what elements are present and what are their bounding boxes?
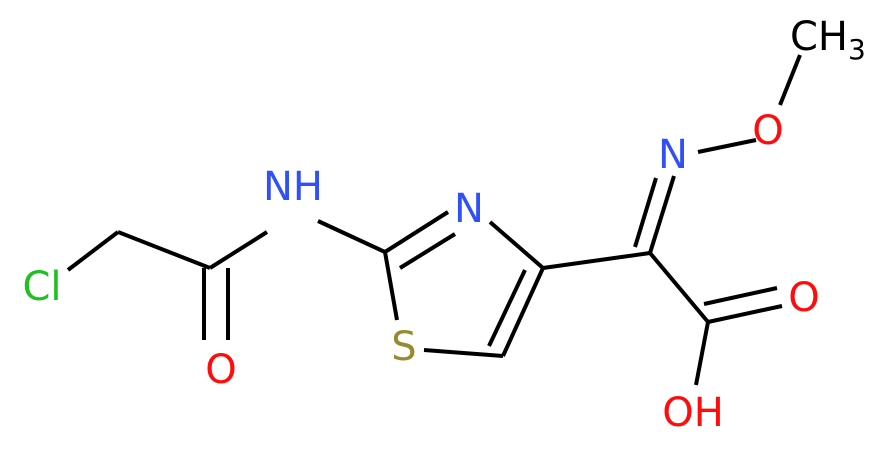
bond-c5-s [423,348,504,358]
atom-o-amide: O [205,347,236,393]
bond-n3-c4 [488,220,545,270]
atom-s-ring: S [391,324,416,370]
atom-ch3: CH3 [790,14,866,66]
bond-calpha-n-2 [633,177,658,248]
ch3-main: CH [790,14,848,60]
bond-n-o [697,138,757,154]
bond-cooh-co-2 [703,286,778,306]
bond-cooh-co-1 [707,304,783,324]
bond-carbonyl-nh [208,230,269,270]
atom-labels: Cl NH O S N N O CH3 O OH [22,14,865,436]
bond-calpha-n-1 [648,175,676,254]
bond-o-ch3 [778,54,802,106]
bond-calpha-cooh [648,251,710,324]
bond-cl-ch2 [66,230,120,272]
atom-n-ring: N [454,186,484,232]
bond-s-c2 [383,251,399,321]
atom-oh: OH [662,390,724,436]
bond-c2-n3-2 [398,232,457,270]
atom-cl: Cl [22,264,61,310]
atom-o-carbonyl: O [788,275,819,321]
bond-nh-c2 [317,219,386,254]
bond-ch2-carbonyl [117,230,211,270]
bond-c4-c5-1 [501,267,545,357]
bond-c2-n3-1 [383,210,450,254]
atom-nh: NH [263,164,323,210]
bond-c4-calpha [542,251,651,270]
bond-cooh-oh [694,321,710,386]
ch3-subscript: 3 [848,33,866,66]
atom-n-oxime: N [658,132,688,178]
bond-c4-c5-2 [487,269,527,347]
bonds [66,54,802,386]
atom-o-ether: O [752,108,783,154]
